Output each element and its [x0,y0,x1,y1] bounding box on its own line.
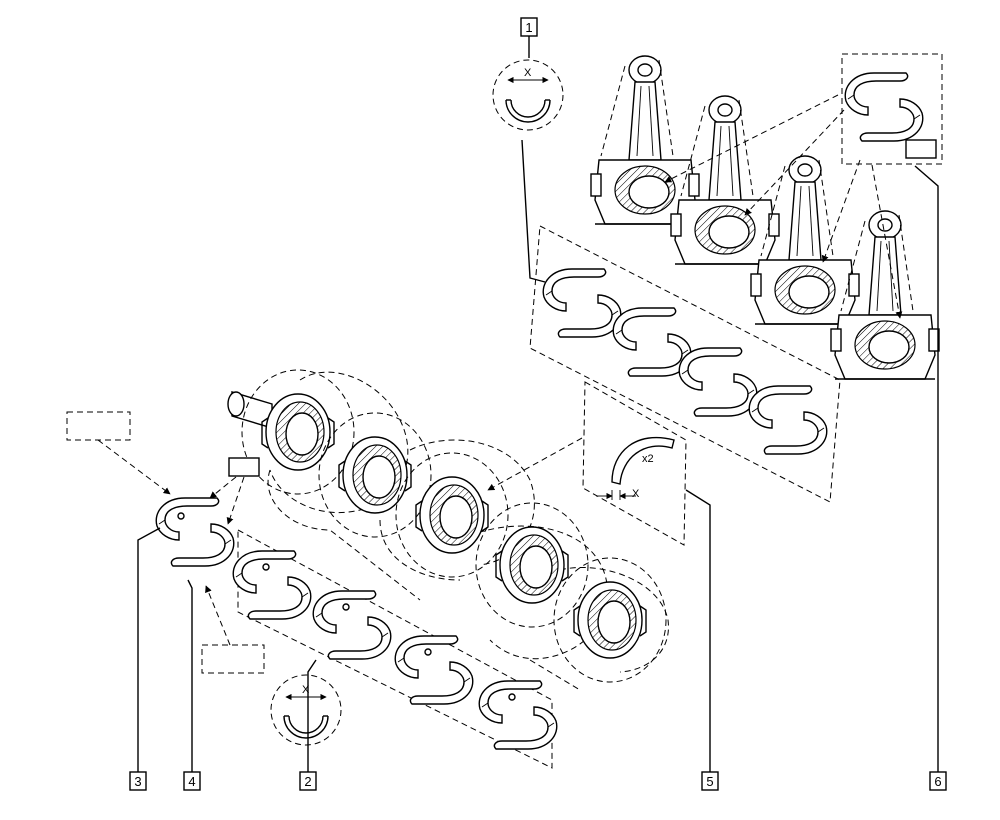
main-journal-5 [553,557,667,683]
thrust-washer [611,436,675,485]
callout-3: 3 [129,771,147,791]
conrod-shell-group-outline [529,225,841,503]
callout-4: 4 [183,771,201,791]
main-shell-pair-1 [232,550,312,620]
inset-6-marking-tag [905,139,937,159]
svg-text:5: 5 [706,774,713,789]
left-blank-label-top [66,411,131,441]
thrust-washer-dimension-label: X [632,488,640,500]
inset-6-outline [841,53,943,165]
callout-6: 6 [929,771,947,791]
main-journal-4 [475,502,589,628]
inset-1-circle [492,59,564,131]
inset-1-dimension-label: X [524,67,532,79]
main-shell-pair-flanged [155,497,235,567]
conrod-shell-pair-1 [542,268,622,338]
svg-text:3: 3 [134,774,141,789]
inset-1-half-shell [505,99,551,123]
inset-6-shell-pair [844,72,924,142]
conrod-shell-pair-4 [748,385,828,455]
rod-shell-arrows [664,94,903,319]
svg-text:4: 4 [188,774,195,789]
callout-2: 2 [299,771,317,791]
main-shell-pair-3 [394,635,474,705]
svg-text:1: 1 [525,20,532,35]
thrust-washer-qty: x2 [642,453,654,465]
inset-2-half-shell [283,715,329,739]
main-shell-pair-2 [312,590,392,660]
svg-text:2: 2 [304,774,311,789]
connecting-rod-1 [590,55,700,225]
callout-1: 1 [520,17,538,37]
left-blank-label-bottom [201,644,265,674]
inset-2-circle [270,674,342,746]
conrod-shell-pair-3 [678,347,758,417]
inset-2-dimension-label: X [302,684,310,696]
leader-lines [137,36,939,772]
main-journal-3 [395,452,509,578]
left-marking-tag [228,457,260,477]
main-journal-2 [318,412,432,538]
svg-text:6: 6 [934,774,941,789]
callout-5: 5 [701,771,719,791]
main-shell-pair-4 [478,680,558,750]
inset-5-outline [582,381,687,546]
